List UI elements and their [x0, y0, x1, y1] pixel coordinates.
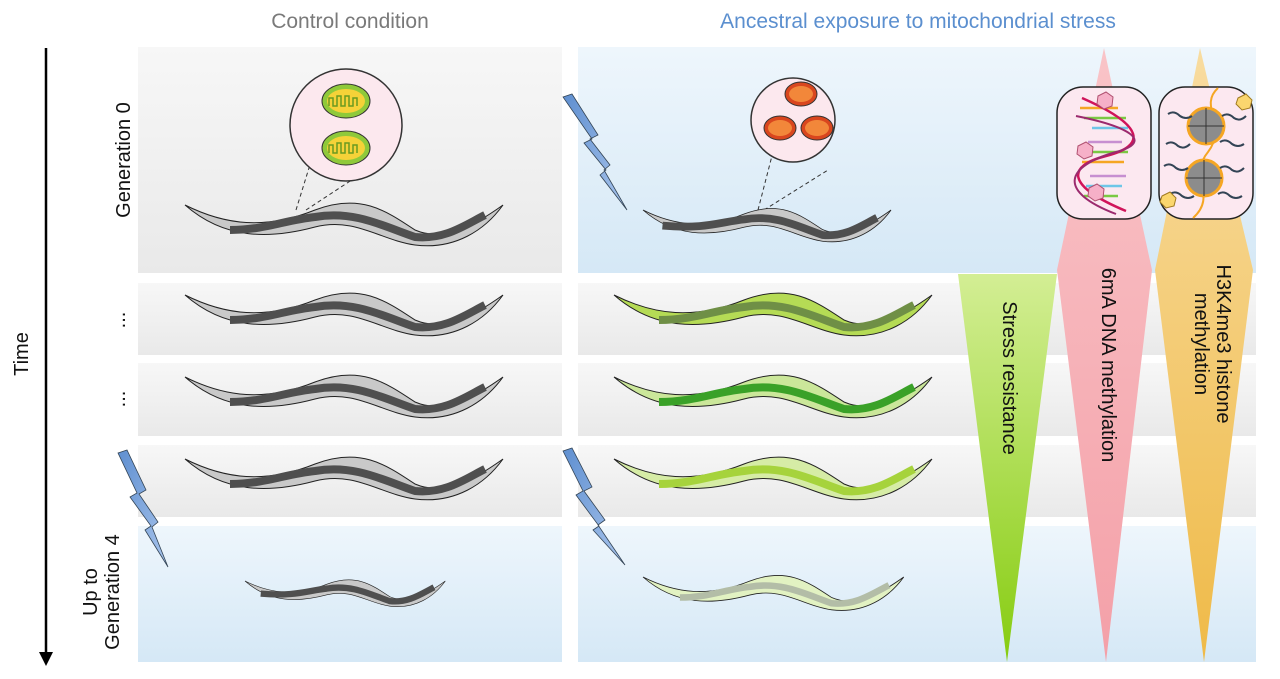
- nucleosome-icon: [1186, 106, 1226, 146]
- lightning-icon-stress-gen4: [562, 447, 626, 566]
- worm-stress-row2: [613, 292, 933, 337]
- worm-control-gen0: [184, 202, 504, 247]
- worm-stress-row4: [613, 456, 933, 501]
- methyl-mark-icon: [1159, 191, 1177, 209]
- worm-control-row4: [184, 456, 504, 501]
- worm-control-row3: [184, 374, 504, 419]
- methyl-mark-icon: [1076, 141, 1094, 160]
- methyl-mark-icon: [1096, 91, 1114, 110]
- worm-stress-gen0: [642, 208, 892, 243]
- stress-mitochondria-inset: [750, 77, 836, 211]
- worm-stress-row3: [613, 374, 933, 419]
- control-mitochondria-inset: [289, 68, 403, 211]
- mitochondrion-icon: [784, 81, 818, 107]
- mitochondrion-icon: [321, 83, 371, 119]
- nucleosome-icon: [1184, 158, 1224, 198]
- methyl-mark-icon: [1235, 93, 1253, 111]
- mitochondrion-icon: [800, 115, 834, 141]
- lightning-icon-control-gen4: [117, 449, 169, 568]
- mitochondrion-icon: [763, 115, 797, 141]
- worm-control-gen4: [244, 579, 446, 607]
- mitochondrion-icon: [321, 130, 371, 166]
- dna-methylation-inset: [1056, 86, 1152, 220]
- worm-stress-gen4: [642, 574, 905, 611]
- stress-column-title: Ancestral exposure to mitochondrial stre…: [720, 10, 1116, 33]
- control-column-title: Control condition: [271, 10, 429, 33]
- worm-control-row2: [184, 292, 504, 337]
- lightning-icon-gen0: [562, 93, 628, 211]
- histone-methylation-inset: [1158, 86, 1254, 220]
- stress-resistance-wedge: [958, 274, 1057, 662]
- methyl-mark-icon: [1087, 183, 1105, 202]
- time-axis-arrow: [39, 48, 53, 666]
